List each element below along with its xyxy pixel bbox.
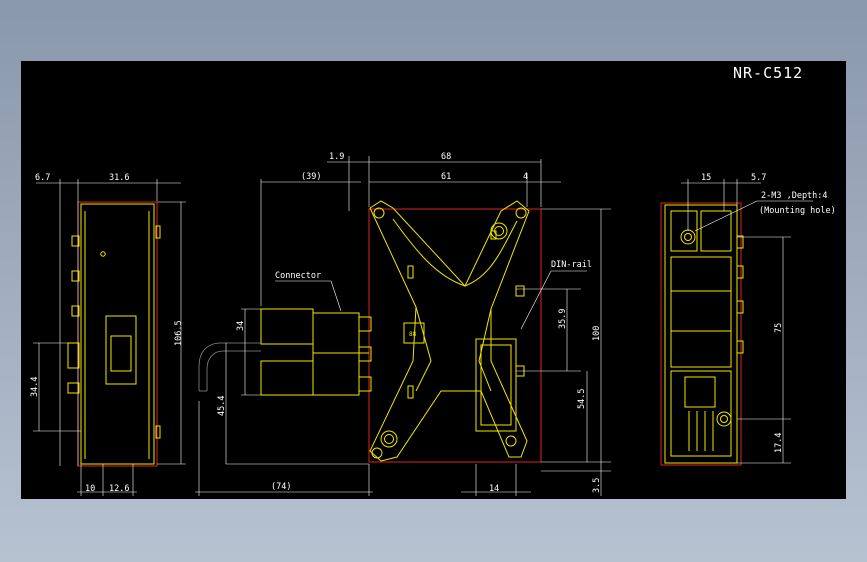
dim-front-bottom-offset: 3.5	[592, 478, 602, 493]
rear-view	[660, 179, 813, 466]
dim-rear-hole-spacing: 75	[774, 323, 784, 333]
rear-view-edge	[660, 202, 742, 466]
dim-side-height: 106.5	[174, 320, 184, 346]
side-connector-port	[105, 315, 137, 385]
dim-side-top-left: 6.7	[35, 173, 50, 183]
dim-rear-top-a: 15	[701, 173, 711, 183]
svg-text:88: 88	[409, 331, 417, 338]
dim-front-top-total: 68	[441, 152, 451, 162]
front-view: 88	[195, 156, 611, 496]
label-mounting-line1: 2-M3 ,Depth:4	[761, 191, 828, 201]
rear-view-body	[664, 204, 738, 464]
dim-front-top-small: 1.9	[329, 152, 344, 162]
mounting-hole-top	[680, 229, 696, 245]
dim-front-body-width: 61	[441, 172, 451, 182]
dim-front-cable-height: 45.4	[217, 396, 227, 416]
side-view-body	[80, 203, 155, 465]
dim-front-conn-height: 34	[236, 321, 246, 331]
technical-drawing: NR-C512 6.7 31.6 106.5 34.4 10 12	[30, 64, 836, 496]
dim-front-cable-length: (74)	[271, 482, 291, 492]
connector-body	[260, 308, 314, 345]
dim-side-conn-height: 34.4	[30, 377, 40, 397]
dim-side-top-width: 31.6	[109, 173, 129, 183]
front-led-indicator	[403, 322, 425, 344]
label-connector: Connector	[275, 271, 321, 281]
side-view	[33, 179, 186, 496]
dim-side-bottom-b: 12.6	[109, 484, 129, 494]
dim-front-din-height: 35.9	[558, 309, 568, 329]
dim-front-bottom-right: 14	[489, 484, 499, 494]
dim-side-bottom-a: 10	[85, 484, 95, 494]
drawing-frame: NR-C512 6.7 31.6 106.5 34.4 10 12	[21, 61, 846, 499]
dim-rear-top-b: 5.7	[751, 173, 766, 183]
label-din-rail: DIN-rail	[551, 260, 592, 270]
din-rail-clip	[475, 338, 517, 432]
dim-front-height: 100	[592, 326, 602, 341]
front-bracket	[369, 200, 530, 462]
mounting-hole-bottom	[716, 411, 732, 427]
side-view-edge	[77, 201, 158, 467]
dim-front-conn-width: (39)	[301, 172, 321, 182]
drawing-title: NR-C512	[733, 64, 803, 82]
dim-front-right-margin: 4	[523, 172, 528, 182]
label-mounting-line2: (Mounting hole)	[759, 206, 836, 216]
dim-front-din-low: 54.5	[577, 389, 587, 409]
front-view-edge	[368, 208, 542, 463]
dim-rear-hole-bottom: 17.4	[774, 433, 784, 453]
cable	[198, 342, 261, 391]
